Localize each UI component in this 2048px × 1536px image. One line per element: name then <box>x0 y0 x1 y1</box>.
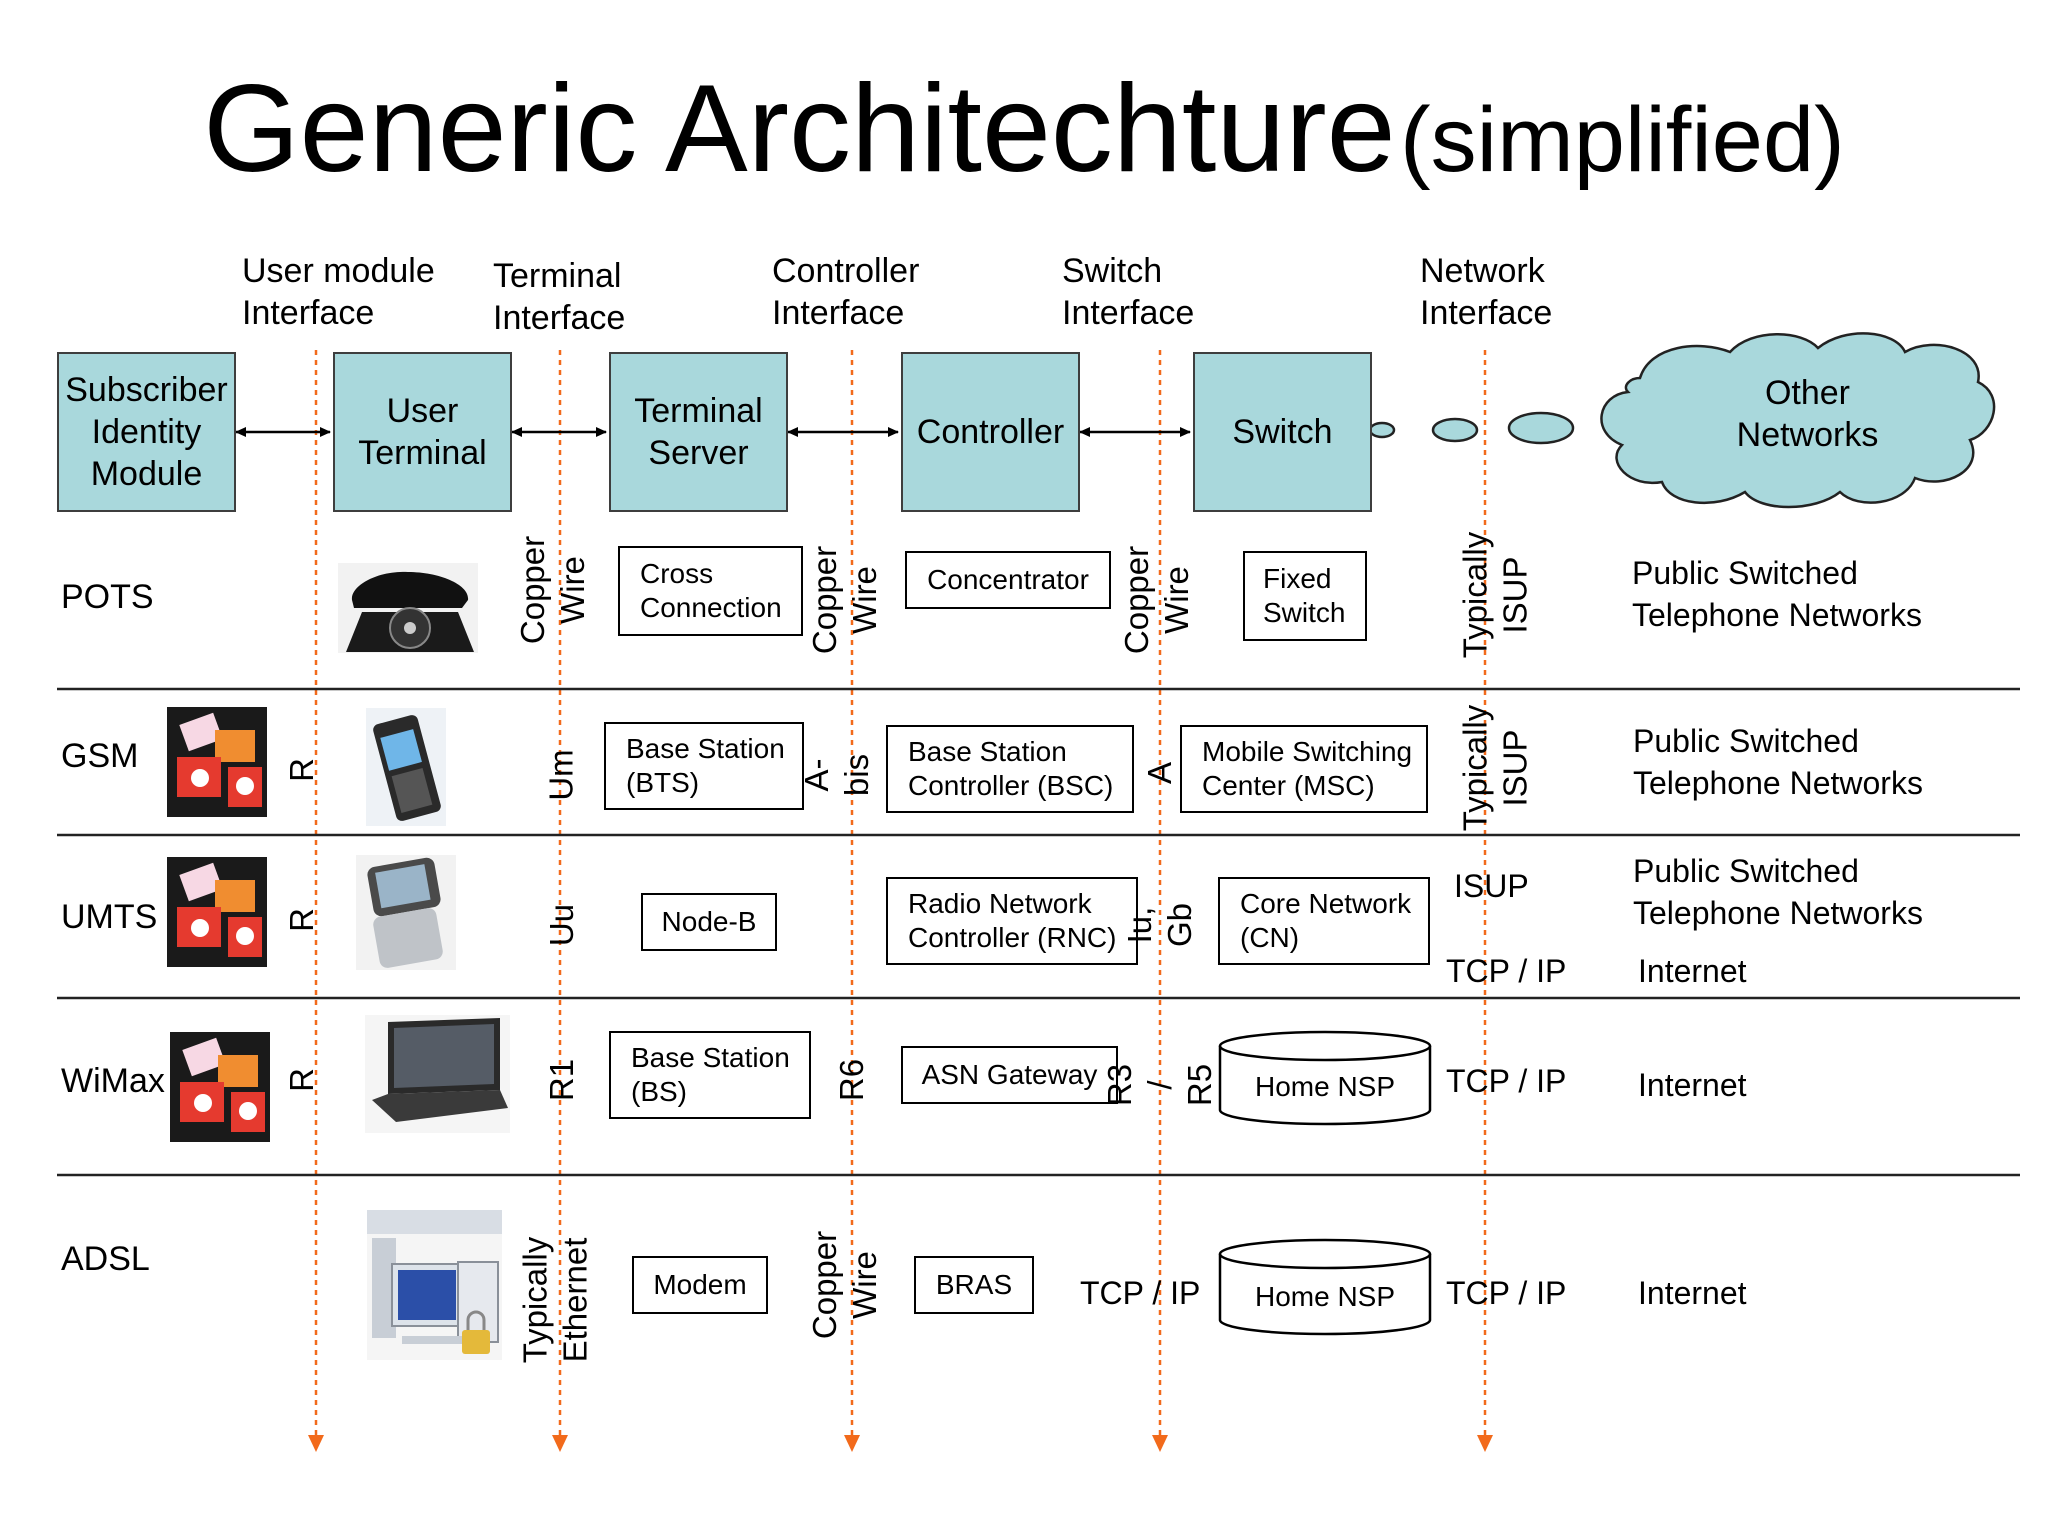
adsl-link1: Typically Ethernet <box>516 1236 594 1364</box>
wimax-link2: R6 <box>833 1058 870 1102</box>
gsm-r: R <box>283 758 320 782</box>
guide-arrowhead-3 <box>844 1435 860 1452</box>
desktop-computer-image <box>367 1210 502 1360</box>
sim-card-image-wimax <box>170 1032 270 1142</box>
wimax-network: Internet <box>1638 1067 1747 1103</box>
pots-link2: Copper Wire <box>806 545 884 655</box>
pots-protocol: Typically ISUP <box>1456 531 1534 659</box>
wimax-link1: R1 <box>543 1058 580 1102</box>
pots-link1: Copper Wire <box>514 535 592 645</box>
cylinder-adsl <box>1218 1238 1432 1336</box>
gsm-link2: A-bis <box>798 753 875 797</box>
pots-network: Public Switched Telephone Networks <box>1632 555 1922 633</box>
guide-arrowhead-2 <box>552 1435 568 1452</box>
gsm-link3: A <box>1140 761 1178 785</box>
interface-guides <box>308 350 1493 1452</box>
laptop-image <box>365 1015 510 1133</box>
adsl-protocol: TCP / IP <box>1446 1275 1567 1311</box>
umts-network-pstn: Public Switched Telephone Networks <box>1633 853 1923 931</box>
cloud-bubbles <box>1368 411 1575 445</box>
title-main: Generic Architechture <box>203 60 1396 198</box>
row-label-adsl: ADSL <box>61 1240 150 1278</box>
cloud-shape <box>1600 332 1996 509</box>
bubble-medium <box>1431 417 1479 443</box>
component-user-terminal: User Terminal <box>333 352 512 512</box>
adsl-modem: Modem <box>632 1256 768 1314</box>
component-terminal-server: Terminal Server <box>609 352 788 512</box>
pots-concentrator: Concentrator <box>905 551 1111 609</box>
bubble-small <box>1368 421 1396 439</box>
interface-terminal: Terminal Interface <box>493 257 626 337</box>
sim-card-image-umts <box>167 857 267 967</box>
component-subscriber-identity-module: Subscriber Identity Module <box>57 352 236 512</box>
row-label-wimax: WiMax <box>61 1062 165 1100</box>
row-label-umts: UMTS <box>61 898 158 936</box>
cylinder-wimax <box>1218 1030 1432 1126</box>
row-label-pots: POTS <box>61 578 154 616</box>
umts-node-b: Node-B <box>641 893 777 951</box>
pots-link3: Copper Wire <box>1118 545 1196 655</box>
umts-protocol-tcpip: TCP / IP <box>1446 953 1567 989</box>
guide-arrowhead-4 <box>1152 1435 1168 1452</box>
umts-r: R <box>283 908 320 932</box>
adsl-link2: Copper Wire <box>806 1230 884 1340</box>
umts-link1: Uu <box>543 903 580 947</box>
pots-cross-connection: Cross Connection <box>618 546 803 636</box>
telephone-image <box>338 563 478 653</box>
wimax-protocol: TCP / IP <box>1446 1063 1567 1099</box>
gsm-base-station: Base Station (BTS) <box>604 722 804 810</box>
row-label-gsm: GSM <box>61 737 139 775</box>
gsm-bsc: Base Station Controller (BSC) <box>886 725 1134 813</box>
interface-network: Network Interface <box>1420 252 1553 332</box>
interface-controller: Controller Interface <box>772 252 920 332</box>
mobile-phone-image <box>366 708 446 826</box>
umts-network-internet: Internet <box>1638 953 1747 989</box>
umts-protocol-isup: ISUP <box>1454 868 1529 904</box>
interface-user-module: User module Interface <box>242 252 435 332</box>
umts-link3: Iu, Gb <box>1121 902 1198 948</box>
cloud-label: Other Networks <box>1736 374 1879 454</box>
gsm-link1: Um <box>543 749 581 801</box>
interface-switch: Switch Interface <box>1062 252 1195 332</box>
gsm-network: Public Switched Telephone Networks <box>1633 723 1923 801</box>
gsm-protocol: Typically ISUP <box>1456 704 1534 832</box>
guide-arrowhead-1 <box>308 1435 324 1452</box>
wimax-r: R <box>283 1068 320 1092</box>
guide-arrowhead-5 <box>1477 1435 1493 1452</box>
bubble-large <box>1507 411 1575 445</box>
component-switch: Switch <box>1193 352 1372 512</box>
adsl-home-nsp: Home NSP <box>1254 1281 1396 1312</box>
title-sub: (simplified) <box>1400 89 1845 191</box>
adsl-bras: BRAS <box>914 1256 1034 1314</box>
adsl-network: Internet <box>1638 1275 1747 1311</box>
umts-rnc: Radio Network Controller (RNC) <box>886 877 1138 965</box>
sim-card-image-gsm <box>167 707 267 817</box>
wimax-base-station: Base Station (BS) <box>609 1031 811 1119</box>
component-controller: Controller <box>901 352 1080 512</box>
wimax-home-nsp: Home NSP <box>1254 1071 1396 1102</box>
slide-phone-image <box>356 855 456 970</box>
adsl-link3: TCP / IP <box>1080 1275 1201 1311</box>
wimax-asn-gateway: ASN Gateway <box>901 1046 1118 1104</box>
wimax-link3: R3 / R5 <box>1101 1063 1218 1107</box>
pots-fixed-switch: Fixed Switch <box>1243 551 1367 641</box>
page-title: Generic Architechture (simplified) <box>0 58 2048 200</box>
umts-core-network: Core Network (CN) <box>1218 877 1430 965</box>
gsm-msc: Mobile Switching Center (MSC) <box>1180 725 1428 813</box>
